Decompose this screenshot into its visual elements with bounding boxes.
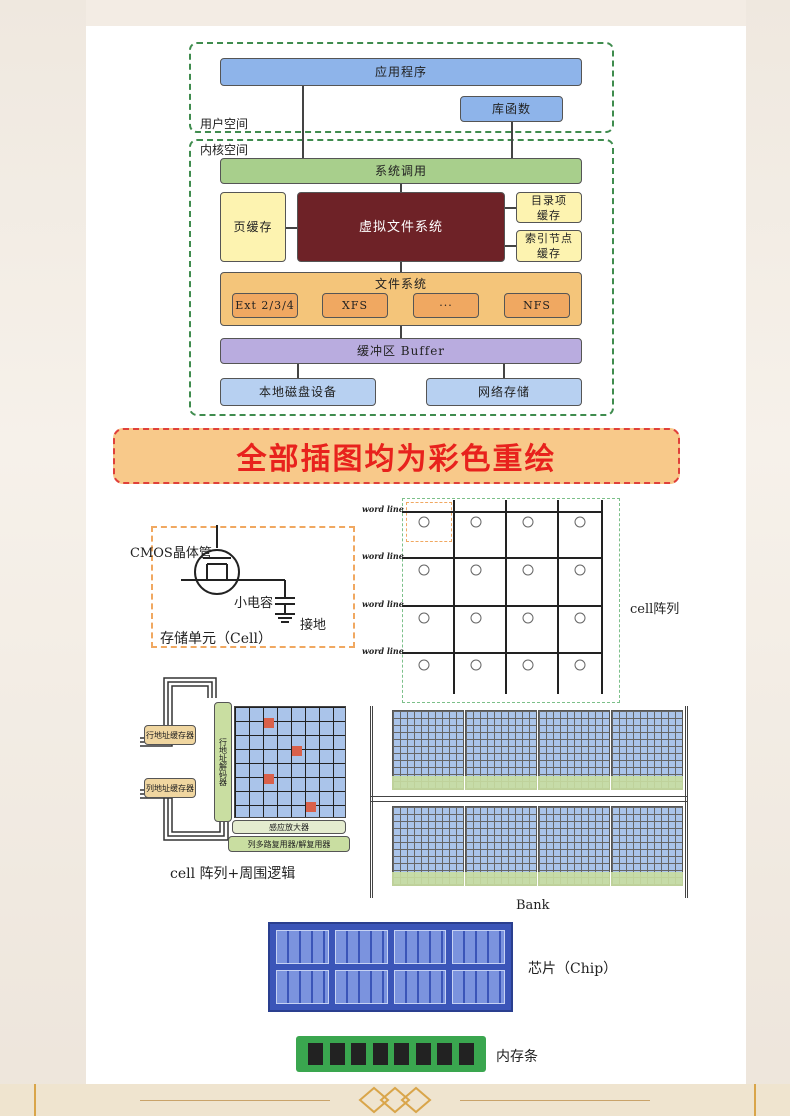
periph-label: cell 阵列+周围逻辑 [170,866,296,882]
bank-bus [370,706,688,898]
connector-line [400,262,402,272]
column-address-buffer: 列地址缓存器 [144,778,196,798]
dram-chip [372,1043,388,1065]
dram-chip [415,1043,431,1065]
kernel-space-label: 内核空间 [200,143,249,157]
cell-label: 存储单元（Cell） [160,631,272,647]
bank-logic-strip [392,872,683,886]
left-margin [0,0,86,1116]
right-margin [746,0,790,1116]
buffer-box: 缓冲区 Buffer [220,338,582,364]
row-decoder: 行地址解码器 [214,702,232,822]
dram-chip [351,1043,367,1065]
chip-bank [452,930,505,964]
cell-array-region [402,498,620,703]
inode-cache-box: 索引节点 缓存 [516,230,582,262]
word-line-label: word line [362,551,404,561]
banner: 全部插图均为彩色重绘 [113,428,680,484]
capacitor-label: 小电容 [234,596,274,611]
chip [268,922,513,1012]
chip-bank [452,970,505,1004]
footer-band [0,1084,790,1116]
single-cell-highlight [406,502,452,542]
bank-bus-horizontal [370,796,688,802]
bank-logic-strip [392,776,683,790]
chip-label: 芯片（Chip） [528,961,618,977]
footer-ornament [754,1084,756,1116]
dimm-label: 内存条 [496,1049,538,1065]
word-line-label: word line [362,646,404,656]
periph-cell-grid [234,706,346,818]
syscall-box: 系统调用 [220,158,582,184]
chip-bank [334,970,388,1004]
connector-line [400,326,402,338]
selected-cell [264,718,274,728]
fs-ext-box: Ext 2/3/4 [232,293,298,318]
footer-rule [140,1100,330,1101]
dram-chip [458,1043,474,1065]
cell-region [151,526,355,648]
page-cache-box: 页缓存 [220,192,286,262]
fs-nfs-box: NFS [504,293,570,318]
fs-other-box: ··· [413,293,479,318]
ground-label: 接地 [300,618,327,633]
chip-bank [393,930,447,964]
chip-bank [393,970,447,1004]
footer-ornament [34,1084,36,1116]
user-space-label: 用户空间 [200,117,249,131]
selected-cell [264,774,274,784]
network-storage-box: 网络存储 [426,378,582,406]
selected-cell [306,802,316,812]
user-space-region [189,42,614,133]
cell-array-grid [402,500,603,694]
sense-amplifier: 感应放大器 [232,820,346,834]
cell-circuit [181,525,295,623]
connector-line [302,86,304,158]
dram-chip [329,1043,345,1065]
kernel-space-region [189,139,614,416]
dram-chip [308,1043,324,1065]
dram-chip [437,1043,453,1065]
word-line-label: word line [362,599,404,609]
cell-array-label: cell阵列 [630,602,680,617]
row-address-buffer: 行地址缓存器 [144,725,196,745]
connector-line [503,364,505,378]
fs-xfs-box: XFS [322,293,388,318]
dimm [296,1036,486,1072]
connector-line [505,207,516,209]
connector-line [505,245,516,247]
local-disk-box: 本地磁盘设备 [220,378,376,406]
connector-line [400,184,402,192]
dentry-cache-box: 目录项 缓存 [516,192,582,223]
filesystem-label: 文件系统 [374,277,427,291]
vfs-box: 虚拟文件系统 [297,192,505,262]
connector-line [511,122,513,158]
chip-bank [334,930,388,964]
cmos-label: CMOS晶体管 [130,546,212,561]
connector-line [297,364,299,378]
footer-rule [460,1100,650,1101]
selected-cell [292,746,302,756]
chip-bank [276,930,329,964]
connector-line [286,227,297,229]
dram-chip [394,1043,410,1065]
application-box: 应用程序 [220,58,582,86]
footer-knot-ornament [358,1086,432,1114]
word-line-label: word line [362,504,404,514]
library-box: 库函数 [460,96,563,122]
column-mux: 列多路复用器/解复用器 [228,836,350,852]
chip-bank [276,970,329,1004]
bank-label: Bank [516,898,550,913]
